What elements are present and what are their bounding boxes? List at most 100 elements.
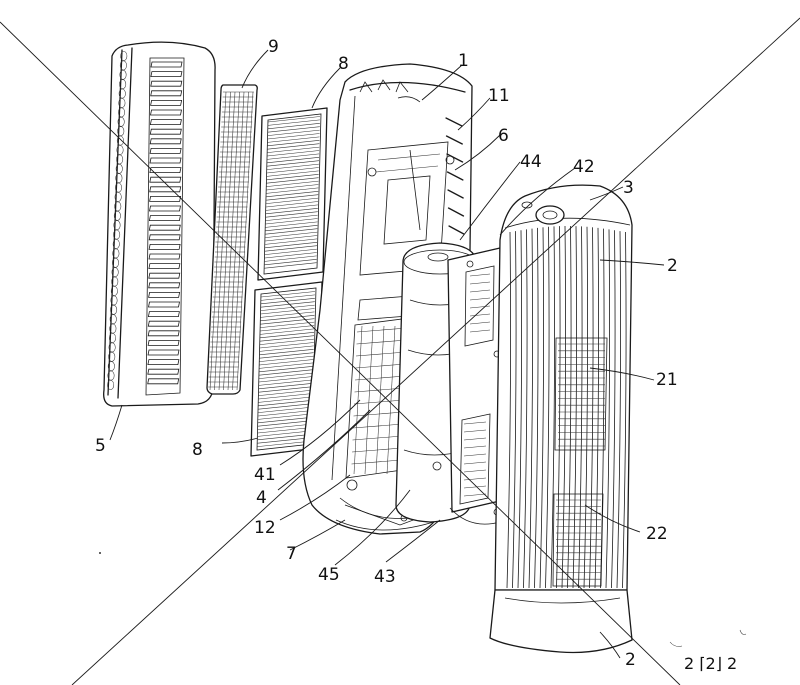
mesh-line bbox=[218, 91, 236, 391]
pleat bbox=[266, 180, 319, 187]
pleat bbox=[267, 133, 320, 140]
frame-slot bbox=[463, 461, 487, 465]
pleat bbox=[267, 136, 320, 143]
pleat bbox=[265, 201, 319, 208]
pleat bbox=[260, 325, 315, 332]
pleat bbox=[267, 129, 320, 136]
shell-rib bbox=[523, 229, 528, 589]
pleat bbox=[265, 231, 318, 238]
pleat bbox=[267, 140, 320, 147]
grille-slot bbox=[148, 263, 181, 269]
shell-rib bbox=[556, 226, 561, 589]
shell-rib bbox=[622, 231, 627, 589]
pleat bbox=[258, 393, 313, 400]
pleat bbox=[260, 298, 315, 305]
pleat bbox=[260, 304, 315, 311]
frame-slot bbox=[463, 469, 487, 473]
pleat bbox=[265, 211, 318, 218]
frame-slot bbox=[463, 429, 487, 433]
ionizer-bar bbox=[353, 411, 404, 417]
grille-slot bbox=[149, 128, 182, 135]
pleat bbox=[260, 308, 315, 315]
grille-slot bbox=[147, 311, 180, 317]
pleat bbox=[260, 301, 315, 308]
frame-slot bbox=[469, 289, 491, 293]
callout-21: 21 bbox=[656, 370, 678, 390]
pleat bbox=[266, 187, 319, 194]
shell-rib bbox=[506, 231, 511, 589]
callout-22: 22 bbox=[646, 524, 668, 544]
speck-stroke-2 bbox=[739, 629, 747, 635]
shell-rib bbox=[583, 226, 588, 589]
grille-slot bbox=[150, 71, 183, 77]
shell-rib bbox=[545, 226, 550, 589]
grille-slot bbox=[148, 292, 181, 298]
pleat bbox=[259, 366, 314, 373]
shell-rib bbox=[605, 229, 610, 589]
grille-slot bbox=[149, 148, 182, 154]
pleat bbox=[259, 338, 314, 345]
ionizer-bar bbox=[354, 387, 405, 393]
shell-rib bbox=[534, 227, 539, 589]
callout-45: 45 bbox=[318, 565, 340, 585]
frame-slot bbox=[469, 305, 491, 309]
pleat bbox=[266, 177, 319, 184]
grille-slot bbox=[147, 378, 180, 385]
shell-rib bbox=[561, 226, 566, 589]
pleat bbox=[257, 437, 312, 444]
grille-slot bbox=[150, 80, 183, 87]
pleat bbox=[260, 332, 315, 339]
pleat bbox=[258, 410, 313, 417]
frame-slot bbox=[469, 321, 491, 325]
grille-slot bbox=[149, 176, 182, 183]
shell-rib bbox=[578, 226, 583, 589]
mesh-line bbox=[209, 91, 227, 391]
pleat bbox=[265, 228, 318, 235]
grille-slot bbox=[149, 205, 181, 212]
pleat bbox=[267, 146, 320, 153]
frame-slot bbox=[469, 273, 491, 277]
pleat bbox=[267, 157, 320, 164]
frame-slot bbox=[463, 485, 487, 489]
leader-lines bbox=[109, 49, 665, 659]
grille-slot bbox=[148, 253, 181, 260]
pleat bbox=[264, 252, 317, 259]
pleat bbox=[260, 294, 315, 301]
front-grille-panel-5 bbox=[103, 41, 216, 407]
callout-12: 12 bbox=[254, 518, 276, 538]
pleat bbox=[264, 259, 317, 266]
pleat bbox=[266, 170, 319, 177]
pleat bbox=[258, 413, 313, 420]
grille-slot bbox=[147, 349, 180, 356]
speck bbox=[99, 552, 101, 554]
grille-slot bbox=[150, 100, 183, 106]
grille-slot bbox=[148, 244, 181, 250]
ionizer-bar bbox=[355, 363, 406, 369]
pleat bbox=[265, 204, 318, 211]
shell-rib bbox=[517, 230, 522, 589]
pleat bbox=[265, 208, 318, 215]
mesh-line bbox=[214, 91, 231, 391]
pleat bbox=[260, 321, 315, 328]
grille-slot bbox=[148, 234, 181, 241]
pleat bbox=[259, 335, 314, 342]
frame-slot bbox=[463, 445, 487, 449]
ionizer-bar bbox=[375, 325, 385, 475]
callout-6: 6 bbox=[498, 126, 509, 146]
pleat bbox=[264, 245, 317, 252]
housing-vent bbox=[447, 207, 465, 217]
mesh-line bbox=[232, 91, 249, 391]
pleat bbox=[257, 427, 312, 434]
pleat bbox=[258, 400, 313, 407]
frame-slot bbox=[469, 297, 491, 301]
ionizer-bar bbox=[352, 435, 403, 441]
mesh-line bbox=[236, 91, 254, 391]
pleat bbox=[265, 221, 318, 228]
grille-slot bbox=[150, 90, 183, 97]
pleat bbox=[265, 235, 318, 242]
callout-4: 4 bbox=[256, 488, 267, 508]
housing-vent bbox=[447, 189, 464, 199]
pleat bbox=[258, 386, 313, 393]
pleat bbox=[259, 345, 314, 352]
pleat bbox=[266, 163, 319, 170]
